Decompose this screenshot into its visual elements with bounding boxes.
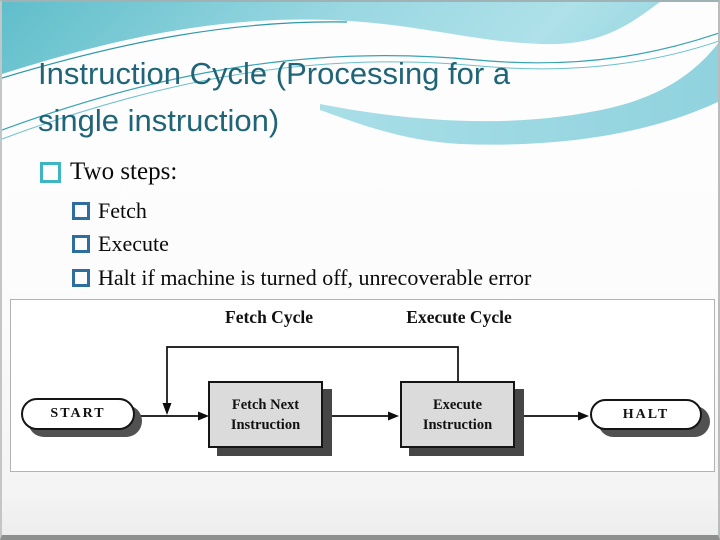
bullet-item-two-steps: Two steps: (40, 158, 177, 186)
page-title-line-1: Instruction Cycle (Processing for a (38, 56, 511, 91)
bullet-label: Two steps: (70, 158, 178, 185)
node-halt-label: HALT (622, 406, 670, 422)
page-title-line-2: single instruction) (38, 103, 280, 138)
node-start: START (21, 398, 135, 430)
diagram-panel: Fetch Cycle Execute Cycle START Fetch Ne… (10, 299, 715, 472)
node-execute-instruction: Execute Instruction (400, 381, 515, 448)
bullet-label: Execute (98, 231, 169, 256)
wave-accent-line-3 (2, 40, 718, 140)
flow-connectors (136, 346, 589, 421)
bullet-square-icon (40, 161, 61, 183)
bullet-square-icon (72, 269, 90, 287)
flow-arrow-feedback-down (162, 403, 172, 415)
node-fetch-label: Fetch Next Instruction (230, 396, 301, 433)
bullet-item-halt: Halt if machine is turned off, unrecover… (72, 265, 531, 291)
flow-arrow-into-execute (388, 411, 399, 421)
node-execute-label: Execute Instruction (422, 396, 493, 433)
node-start-label: START (50, 406, 106, 421)
bullet-item-execute: Execute (72, 231, 169, 257)
page-title: Instruction Cycle (Processing for a sing… (38, 50, 698, 144)
node-fetch-next-instruction: Fetch Next Instruction (208, 381, 323, 448)
bullet-item-fetch: Fetch (72, 198, 147, 224)
wave-decoration (2, 2, 718, 172)
bullet-label: Fetch (98, 198, 147, 223)
node-halt: HALT (590, 399, 702, 430)
fetch-cycle-label: Fetch Cycle (225, 307, 313, 327)
bullet-square-icon (72, 235, 90, 253)
flow-arrow-into-halt (578, 411, 589, 421)
wave-accent-line-2 (2, 32, 718, 131)
wave-accent-line-1 (2, 21, 348, 79)
execute-cycle-label: Execute Cycle (406, 307, 512, 327)
bullet-label: Halt if machine is turned off, unrecover… (98, 265, 532, 290)
bullet-square-icon (72, 202, 90, 220)
wave-teal-band (320, 43, 718, 145)
